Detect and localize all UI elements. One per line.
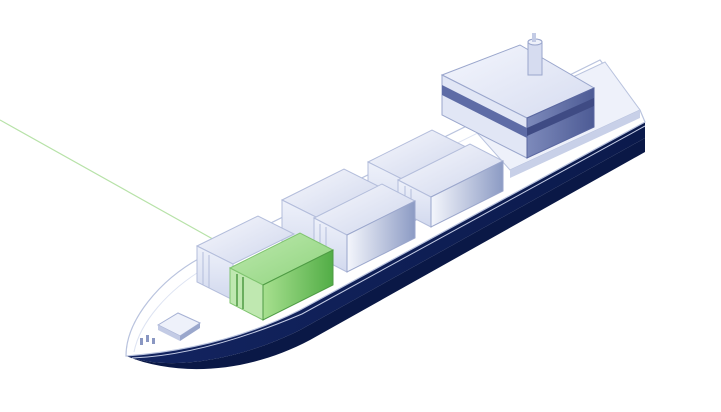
bow-bollards — [140, 335, 155, 345]
bridge-superstructure — [440, 44, 596, 159]
ship-funnel — [527, 33, 543, 76]
container-5-highlighted — [228, 232, 335, 321]
bow-hatch — [156, 312, 202, 341]
pointer-line — [0, 119, 237, 253]
ship-deck-edge — [131, 125, 646, 359]
